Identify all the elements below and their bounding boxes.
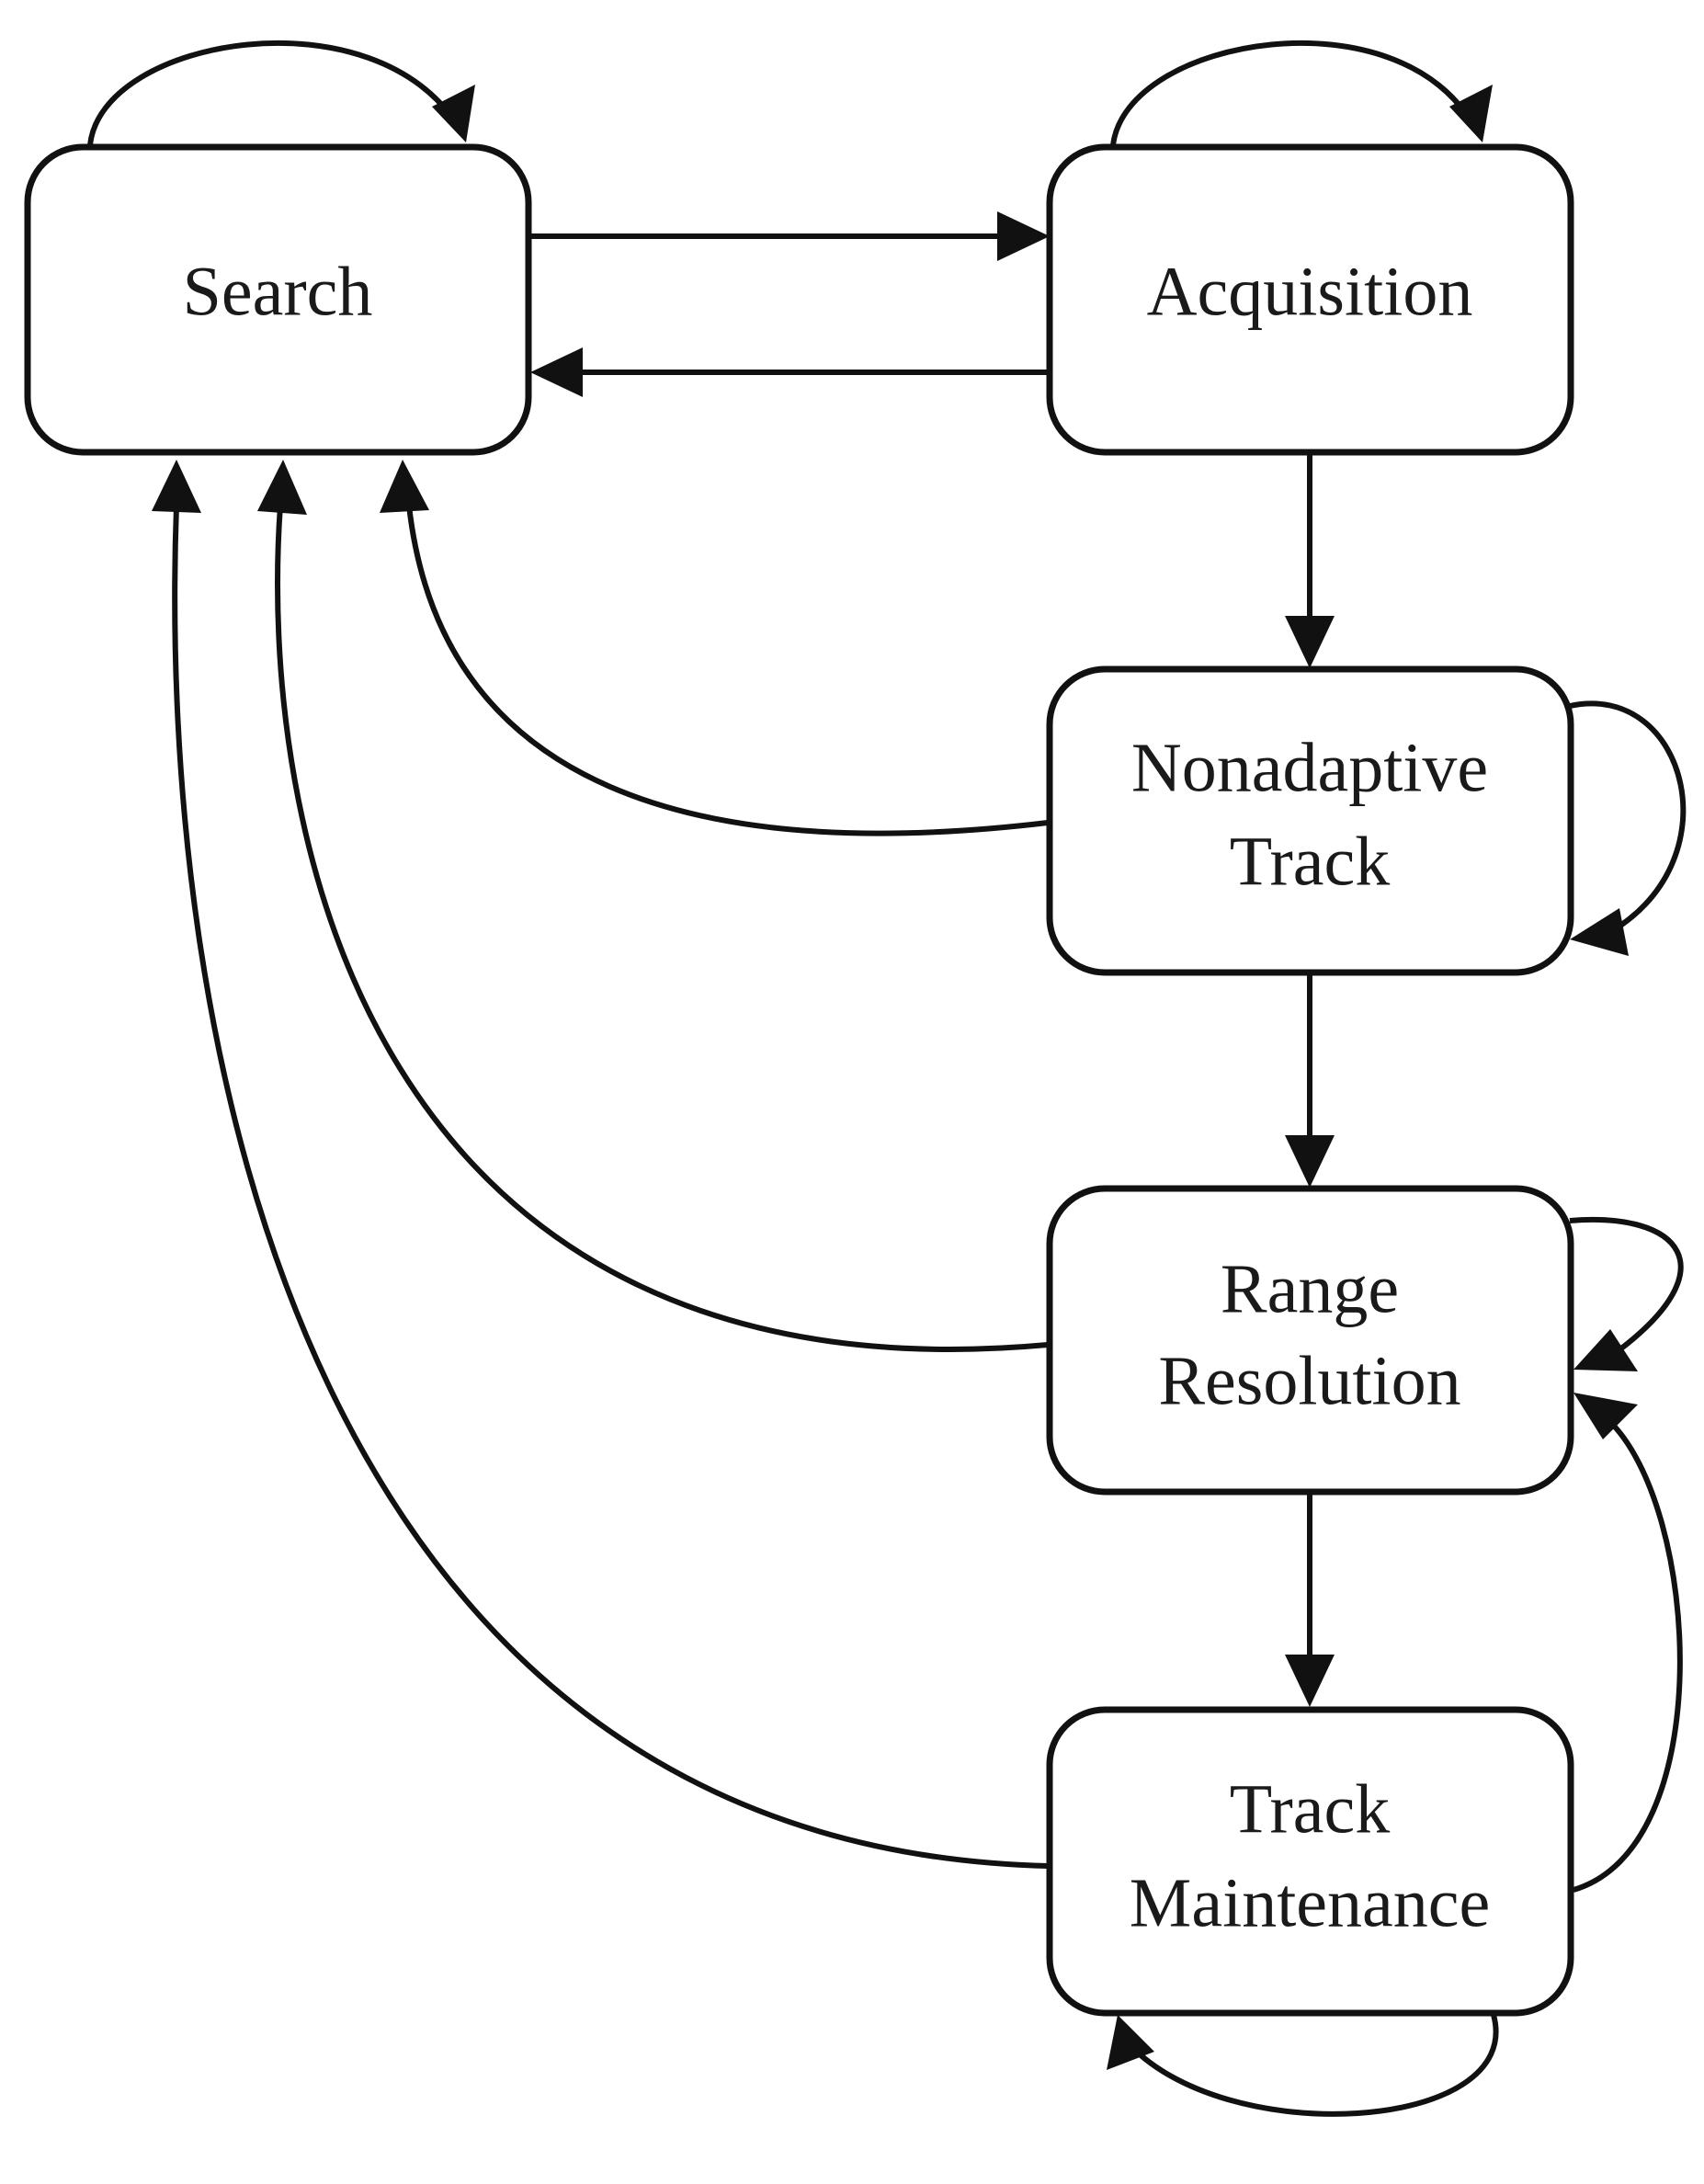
arrowhead-acquisition-self-loop: [1449, 85, 1493, 142]
node-nonadaptive-track: Nonadaptive Track: [1046, 665, 1574, 976]
arrowhead-track-maintenance-to-search: [152, 460, 201, 513]
edge-range-resolution-self-loop: [1569, 1217, 1684, 1354]
node-nonadaptive-track-box: [1046, 665, 1574, 976]
node-acquisition-label: Acquisition: [1147, 253, 1473, 330]
node-range-resolution-label-line2: Resolution: [1158, 1342, 1460, 1419]
node-range-resolution-label-line1: Range: [1221, 1250, 1399, 1327]
edge-acquisition-self-loop: [1110, 40, 1478, 146]
node-track-maintenance: Track Maintenance: [1046, 1706, 1574, 2017]
node-search: Search: [24, 143, 532, 456]
edge-range-resolution-to-search: [275, 505, 1049, 1352]
arrowhead-track-maintenance-self-loop: [1107, 2015, 1154, 2070]
arrowhead-acquisition-to-nonadaptive-track: [1285, 616, 1335, 668]
edge-search-self-loop: [87, 40, 462, 146]
node-range-resolution: Range Resolution: [1046, 1185, 1574, 1496]
edge-nonadaptive-track-to-search: [406, 505, 1049, 836]
node-search-label: Search: [183, 253, 373, 330]
arrowhead-search-to-acquisition: [997, 211, 1050, 261]
arrowhead-nonadaptive-track-self-loop: [1570, 908, 1629, 956]
edge-track-maintenance-to-search: [172, 505, 1049, 1869]
node-nonadaptive-track-label-line2: Track: [1230, 823, 1391, 900]
node-acquisition: Acquisition: [1046, 143, 1574, 456]
arrowhead-track-maintenance-to-range-resolution: [1573, 1393, 1638, 1439]
node-search-box: [24, 143, 532, 456]
edge-nonadaptive-track-self-loop: [1569, 700, 1687, 938]
node-nonadaptive-track-label-line1: Nonadaptive: [1131, 729, 1488, 806]
node-track-maintenance-box: [1046, 1706, 1574, 2017]
arrowhead-search-self-loop: [432, 85, 475, 142]
arrowhead-nonadaptive-track-to-search: [380, 460, 429, 513]
edges: [87, 40, 1687, 2117]
arrowhead-range-resolution-to-track-maintenance: [1285, 1655, 1335, 1707]
arrowhead-nonadaptive-track-to-range-resolution: [1285, 1135, 1335, 1188]
edge-track-maintenance-to-range-resolution: [1573, 1417, 1683, 1893]
node-track-maintenance-label-line2: Maintenance: [1130, 1864, 1490, 1941]
arrowhead-acquisition-to-search: [530, 347, 583, 397]
node-range-resolution-box: [1046, 1185, 1574, 1496]
arrowhead-range-resolution-self-loop: [1573, 1329, 1638, 1371]
edge-track-maintenance-self-loop: [1123, 2014, 1499, 2117]
node-track-maintenance-label-line1: Track: [1230, 1770, 1391, 1848]
arrowhead-range-resolution-to-search: [257, 460, 307, 515]
node-acquisition-box: [1046, 143, 1574, 456]
